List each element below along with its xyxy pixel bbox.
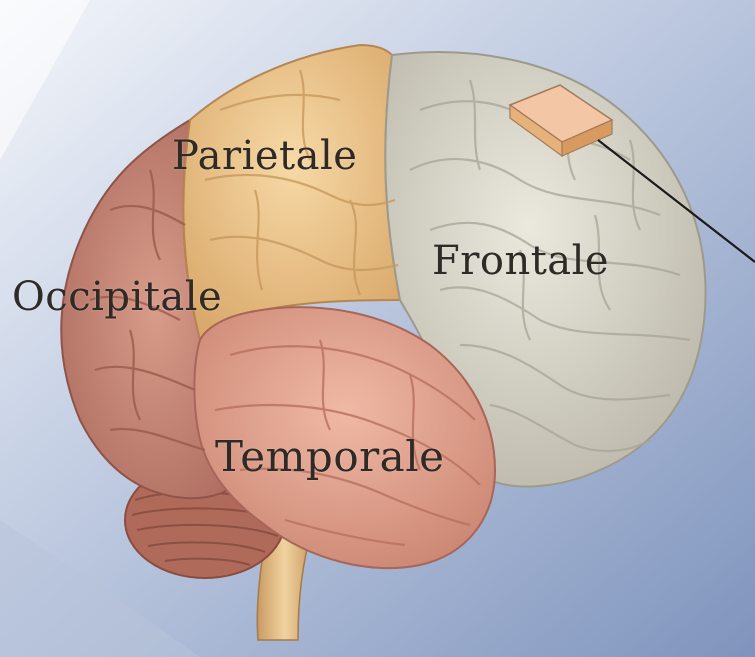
frontal-lobe-label: Frontale (432, 238, 609, 284)
occipital-lobe-label: Occipitale (12, 274, 222, 320)
parietal-lobe-label: Parietale (172, 133, 357, 179)
temporal-lobe-label: Temporale (215, 432, 445, 481)
